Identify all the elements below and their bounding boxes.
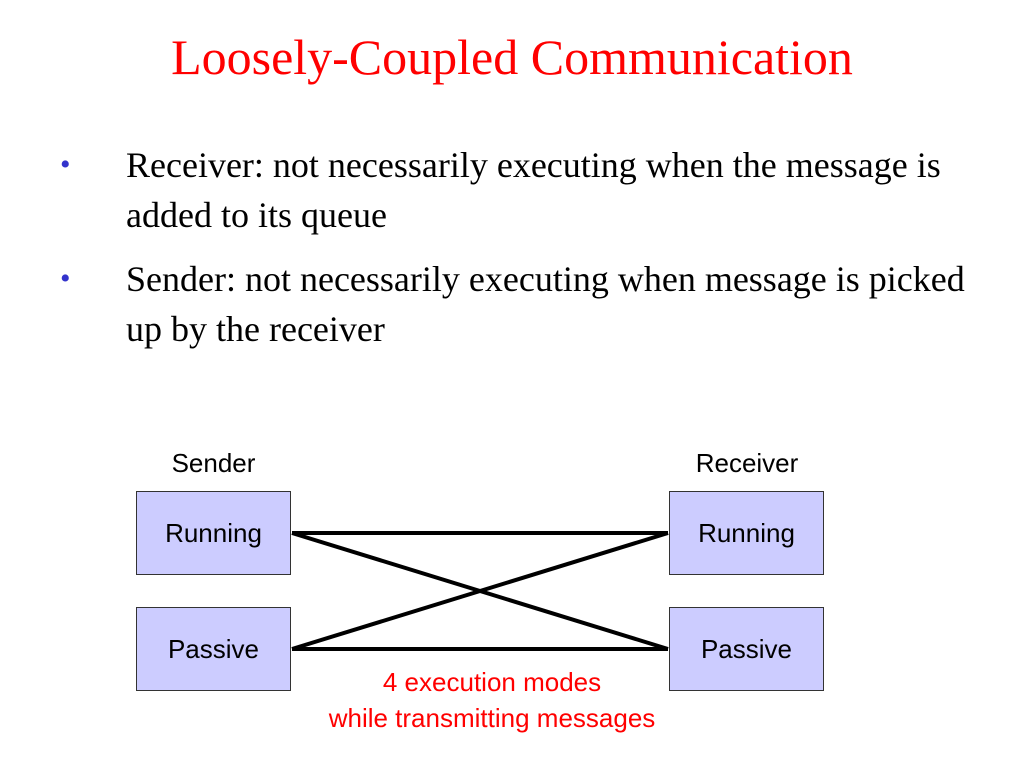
receiver-passive-box: Passive: [669, 607, 824, 691]
link-running-passive: [291, 531, 669, 651]
bullet-item: • Receiver: not necessarily executing wh…: [60, 140, 990, 240]
bullet-item: • Sender: not necessarily executing when…: [60, 254, 990, 354]
slide-title: Loosely-Coupled Communication: [171, 29, 853, 85]
sender-running-box: Running: [136, 491, 291, 575]
caption-line: 4 execution modes: [382, 667, 602, 697]
link-passive-running: [291, 531, 669, 651]
bullet-list: • Receiver: not necessarily executing wh…: [60, 140, 990, 368]
sender-passive-box: Passive: [136, 607, 291, 691]
receiver-running-box: Running: [669, 491, 824, 575]
bullet-marker: •: [60, 148, 71, 181]
bullet-marker: •: [60, 262, 71, 295]
bullet-text: Sender: not necessarily executing when m…: [126, 259, 965, 349]
receiver-label: Receiver: [695, 448, 799, 478]
execution-modes-caption: 4 execution modes while transmitting mes…: [262, 664, 722, 736]
bullet-text: Receiver: not necessarily executing when…: [126, 145, 941, 235]
sender-label: Sender: [171, 448, 256, 478]
caption-line: while transmitting messages: [328, 703, 656, 733]
